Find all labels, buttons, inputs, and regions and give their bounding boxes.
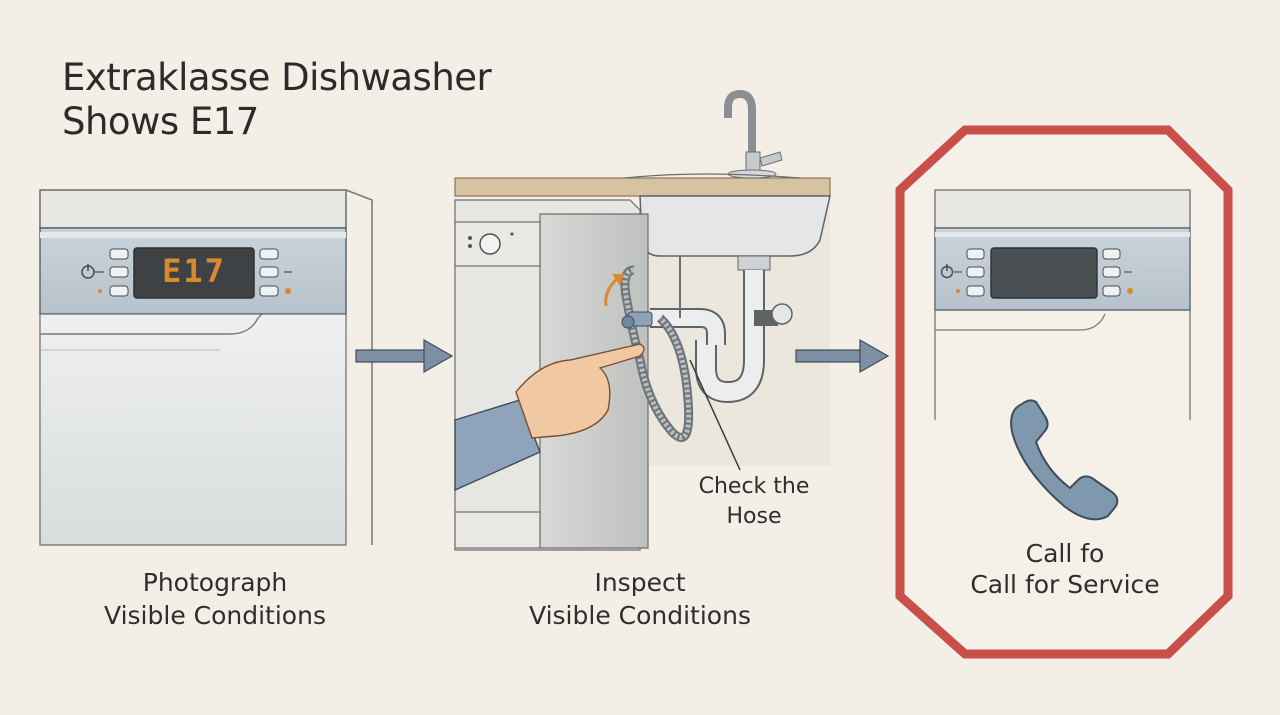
error-code-readout: E17	[162, 252, 226, 290]
error-display	[133, 247, 255, 299]
title-line-1: Extraklasse Dishwasher	[62, 56, 492, 99]
dishwasher-left	[39, 189, 373, 546]
step-3-line-2: Call for Service	[970, 570, 1160, 599]
power-icon	[940, 264, 962, 279]
under-sink-scene	[454, 89, 831, 551]
blank-display	[990, 247, 1098, 299]
step-1-line-1: Photograph	[142, 568, 288, 597]
power-icon	[81, 264, 104, 279]
step-3-line-1: Call fo	[1025, 539, 1105, 568]
hose-callout: Check the Hose	[690, 472, 818, 532]
arrow-right-icon	[355, 338, 454, 374]
callout-line-1: Check the	[698, 474, 810, 499]
step-2-line-2: Visible Conditions	[529, 601, 751, 630]
step-2-line-1: Inspect	[594, 568, 686, 597]
step-1-line-2: Visible Conditions	[104, 601, 326, 630]
step-1-caption: Photograph Visible Conditions	[90, 566, 340, 632]
phone-icon	[1010, 399, 1119, 521]
hand-icon	[454, 343, 645, 492]
callout-line-2: Hose	[726, 504, 782, 529]
step-3-caption: Call fo Call for Service	[940, 538, 1190, 600]
page-title: Extraklasse Dishwasher Shows E17	[62, 56, 492, 144]
faucet-icon	[724, 89, 783, 179]
step-2-caption: Inspect Visible Conditions	[515, 566, 765, 632]
dishwasher-right	[934, 189, 1191, 420]
title-line-2: Shows E17	[62, 100, 259, 143]
arrow-right-icon	[795, 338, 890, 374]
